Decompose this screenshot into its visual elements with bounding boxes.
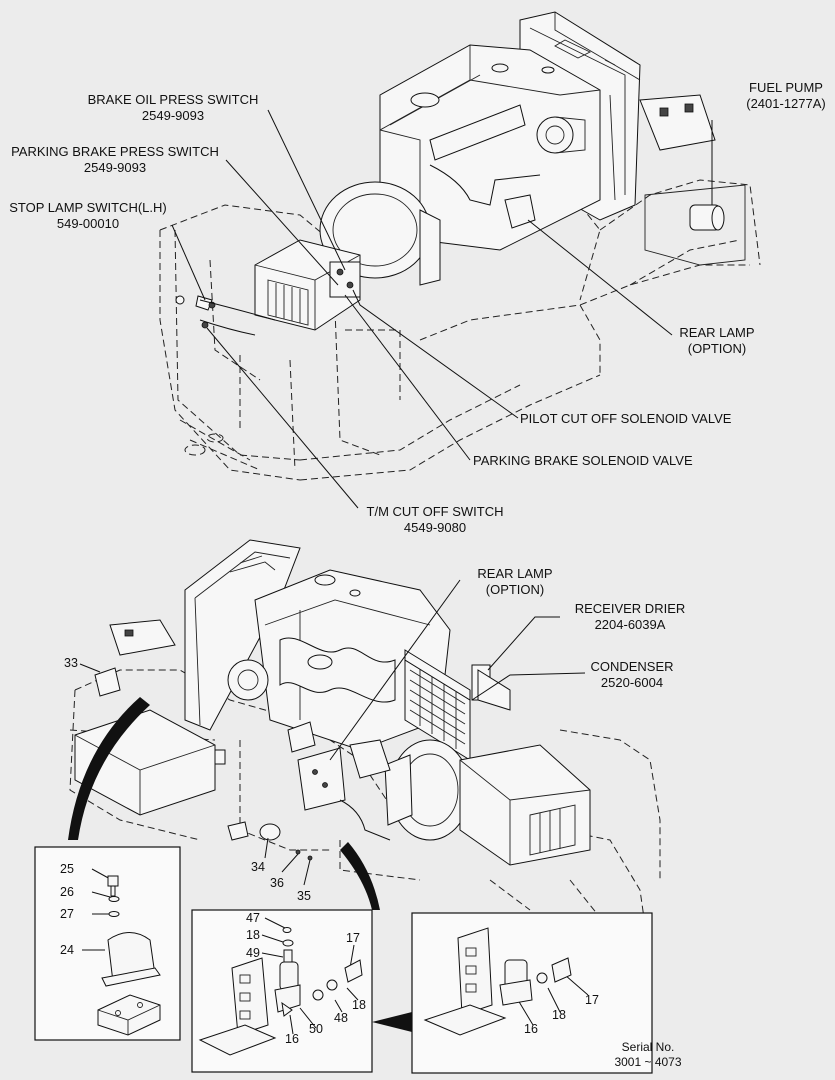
parking-brake-solenoid-valve-label: PARKING BRAKE SOLENOID VALVE bbox=[473, 453, 693, 468]
callout-48: 48 bbox=[334, 1011, 348, 1025]
serial-title: Serial No. bbox=[621, 1040, 675, 1054]
callout-16-right: 16 bbox=[524, 1022, 538, 1036]
label-part-number: 549-00010 bbox=[56, 216, 120, 231]
callout-50: 50 bbox=[309, 1022, 323, 1036]
callout-27: 27 bbox=[60, 907, 74, 921]
callout-24: 24 bbox=[60, 943, 74, 957]
label-name: PARKING BRAKE PRESS SWITCH bbox=[11, 144, 219, 159]
callout-34: 34 bbox=[251, 860, 265, 874]
bottom-leader-lines bbox=[79, 579, 586, 886]
rear-lamp-top-label: REAR LAMP (OPTION) bbox=[672, 325, 762, 357]
callout-18-upper: 18 bbox=[246, 928, 260, 942]
label-part-number: 2520-6004 bbox=[600, 675, 664, 690]
callout-17-right: 17 bbox=[585, 993, 599, 1007]
tm-cut-off-switch-label: T/M CUT OFF SWITCH 4549-9080 bbox=[355, 504, 515, 536]
detail-box-relay-mount bbox=[191, 909, 373, 1073]
label-name: CONDENSER bbox=[590, 659, 674, 674]
stop-lamp-switch-label: STOP LAMP SWITCH(L.H) 549-00010 bbox=[2, 200, 174, 232]
brake-oil-press-switch-label: BRAKE OIL PRESS SWITCH 2549-9093 bbox=[78, 92, 268, 124]
label-name: FUEL PUMP bbox=[749, 80, 823, 95]
callout-33: 33 bbox=[64, 656, 78, 670]
label-name: RECEIVER DRIER bbox=[574, 601, 686, 616]
fuel-pump-label: FUEL PUMP (2401-1277A) bbox=[738, 80, 834, 112]
label-part-number: 4549-9080 bbox=[403, 520, 467, 535]
rear-lamp-bottom-label: REAR LAMP (OPTION) bbox=[470, 566, 560, 598]
label-part-number: 2549-9093 bbox=[83, 160, 147, 175]
label-name: STOP LAMP SWITCH(L.H) bbox=[9, 200, 167, 215]
top-machine-view bbox=[159, 11, 761, 481]
label-part-number: 2204-6039A bbox=[594, 617, 666, 632]
label-part-number: (OPTION) bbox=[687, 341, 747, 356]
parking-brake-press-switch-label: PARKING BRAKE PRESS SWITCH 2549-9093 bbox=[2, 144, 228, 176]
callout-36: 36 bbox=[270, 876, 284, 890]
callout-17-left: 17 bbox=[346, 931, 360, 945]
serial-number-range: Serial No. 3001 ~ 4073 bbox=[600, 1040, 696, 1070]
callout-18-right: 18 bbox=[352, 998, 366, 1012]
label-name: REAR LAMP bbox=[679, 325, 755, 340]
pilot-cut-off-solenoid-valve-label: PILOT CUT OFF SOLENOID VALVE bbox=[520, 411, 732, 426]
callout-26: 26 bbox=[60, 885, 74, 899]
label-part-number: (2401-1277A) bbox=[746, 96, 826, 111]
label-part-number: 2549-9093 bbox=[141, 108, 205, 123]
label-name: T/M CUT OFF SWITCH bbox=[366, 504, 504, 519]
callout-47: 47 bbox=[246, 911, 260, 925]
bottom-machine-view bbox=[68, 539, 661, 1032]
serial-range: 3001 ~ 4073 bbox=[614, 1055, 682, 1069]
label-name: REAR LAMP bbox=[477, 566, 553, 581]
condenser-label: CONDENSER 2520-6004 bbox=[580, 659, 684, 691]
air-filter-grid-bottom bbox=[529, 804, 576, 856]
receiver-drier-label: RECEIVER DRIER 2204-6039A bbox=[560, 601, 700, 633]
callout-25: 25 bbox=[60, 862, 74, 876]
detail-box-fuel-pump-mount bbox=[34, 846, 181, 1041]
label-name: BRAKE OIL PRESS SWITCH bbox=[87, 92, 259, 107]
callout-35: 35 bbox=[297, 889, 311, 903]
callout-16-left: 16 bbox=[285, 1032, 299, 1046]
label-part-number: (OPTION) bbox=[485, 582, 545, 597]
detail-box-relay-side bbox=[411, 912, 653, 1074]
top-leader-lines bbox=[171, 109, 713, 509]
callout-18-far-right: 18 bbox=[552, 1008, 566, 1022]
air-filter-grid bbox=[267, 279, 309, 326]
callout-49: 49 bbox=[246, 946, 260, 960]
